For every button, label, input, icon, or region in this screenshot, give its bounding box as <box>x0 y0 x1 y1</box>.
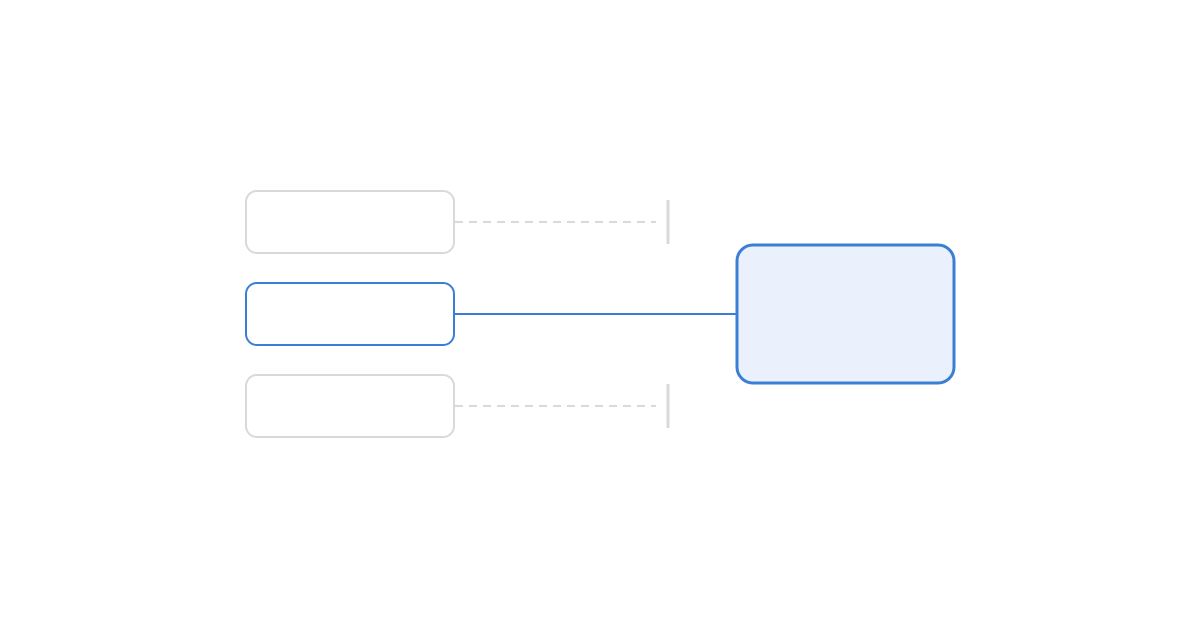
target-box <box>735 243 956 385</box>
option-box-bottom <box>245 374 455 438</box>
option-box-middle <box>245 282 455 346</box>
option-box-top <box>245 190 455 254</box>
